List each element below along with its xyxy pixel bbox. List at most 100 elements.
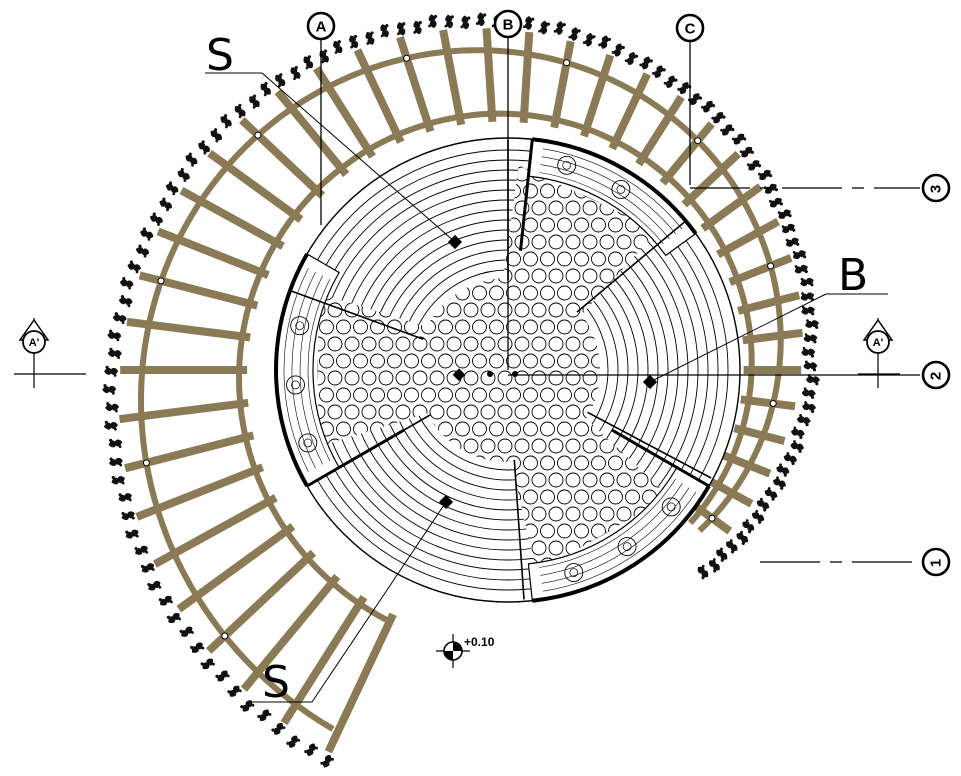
plant-shrub	[611, 43, 625, 57]
plant-shrub	[190, 642, 205, 653]
plant-shrub	[553, 21, 566, 35]
pergola-beam	[239, 117, 325, 199]
paving-divider	[576, 221, 685, 313]
plant-shrub	[104, 365, 119, 377]
plant-shrub	[663, 75, 678, 88]
svg-text:A': A'	[29, 337, 40, 349]
pergola-post	[142, 459, 150, 467]
planter-beds	[274, 137, 711, 603]
planter-shrub	[286, 375, 305, 395]
pergola-beam	[396, 35, 435, 133]
pergola-beam	[742, 328, 803, 345]
plant-shrub	[720, 124, 735, 136]
pergola-beam	[324, 612, 397, 754]
pergola-beam	[274, 89, 350, 177]
pergola-beam	[550, 40, 575, 129]
plant-shrub	[800, 292, 815, 302]
grid-axes	[320, 38, 920, 563]
plant-shrub	[103, 420, 118, 431]
plant-shrub	[166, 612, 182, 623]
pergola-beam	[519, 31, 534, 123]
plant-shrub	[639, 56, 653, 70]
plant-shrub	[428, 14, 438, 29]
plant-shrub	[764, 487, 778, 501]
plant-shrub	[785, 237, 800, 247]
svg-text:C: C	[685, 21, 696, 38]
plant-shrub	[118, 493, 132, 502]
pergola-beam	[740, 395, 796, 411]
plant-shrub	[365, 31, 375, 45]
zone-label-top: S	[205, 30, 463, 250]
planter-wall	[519, 139, 534, 251]
planting-strip	[102, 12, 820, 768]
plant-shrub	[107, 347, 122, 360]
plant-shrub	[716, 547, 728, 562]
plant-shrub	[801, 306, 815, 316]
pergola-beam	[700, 183, 763, 232]
plant-shrub	[260, 81, 271, 97]
pergola-beam	[482, 28, 497, 122]
pergola-post	[769, 400, 777, 407]
plant-shrub	[757, 170, 773, 181]
pergola-beam	[176, 523, 296, 613]
pergola-post	[254, 131, 262, 139]
plant-shrub	[210, 128, 222, 143]
plant-shrub	[522, 16, 535, 30]
svg-text:2: 2	[928, 372, 945, 380]
plant-shrub	[349, 34, 359, 49]
grid-bubble-c: C	[675, 13, 705, 43]
plant-shrub	[752, 509, 765, 524]
plant-shrub	[165, 181, 179, 196]
plant-shrub	[134, 545, 149, 555]
plant-shrub	[112, 312, 127, 325]
plant-shrub	[105, 402, 120, 413]
pergola-beam	[659, 121, 715, 186]
plant-shrub	[125, 529, 139, 539]
pergola-beam	[439, 29, 466, 126]
planter-shrub	[298, 433, 318, 453]
svg-text:B: B	[838, 250, 868, 301]
plant-shrub	[801, 347, 816, 358]
planter-rim	[274, 253, 309, 487]
plant-shrub	[185, 152, 198, 167]
pergola-beam	[708, 478, 754, 508]
plant-shrub	[249, 94, 260, 109]
plant-shrub	[227, 685, 242, 697]
plant-shrub	[234, 103, 246, 119]
plant-shrub	[121, 511, 135, 521]
pergola	[118, 28, 803, 754]
planter-shrub	[661, 497, 681, 517]
pergola-beam	[179, 186, 285, 250]
plant-shrub	[319, 49, 329, 64]
pergola-beam	[313, 66, 376, 159]
pergola-beam	[728, 254, 793, 286]
pergola-beam	[353, 48, 405, 144]
plant-shrub	[333, 40, 343, 54]
plant-shrub	[286, 735, 301, 748]
pergola-post	[563, 59, 571, 67]
pergola-beam	[737, 291, 801, 315]
svg-text:1: 1	[928, 559, 945, 567]
plant-shrub	[127, 260, 141, 274]
planter-shrub	[564, 563, 584, 583]
plant-shrub	[140, 563, 155, 573]
plant-shrub	[177, 168, 190, 182]
plant-shrub	[444, 14, 454, 29]
plant-shrub	[731, 133, 747, 145]
pergola-beam	[156, 227, 270, 279]
paving-divider	[513, 459, 525, 600]
grid-bubble-a: A	[306, 11, 336, 41]
section-marker-right: A'	[858, 318, 900, 388]
plant-shrub	[240, 700, 255, 712]
pergola-beam	[240, 573, 341, 692]
pergola-beam	[716, 217, 781, 259]
plant-shrub	[271, 722, 286, 735]
plant-shrub	[135, 244, 150, 258]
plant-shrub	[109, 457, 123, 467]
plant-shrub	[791, 426, 805, 440]
pergola-beam	[126, 317, 251, 342]
plant-shrub	[805, 319, 820, 329]
plant-shrub	[711, 112, 726, 124]
plant-shrub	[304, 743, 318, 757]
svg-text:S: S	[262, 657, 290, 708]
